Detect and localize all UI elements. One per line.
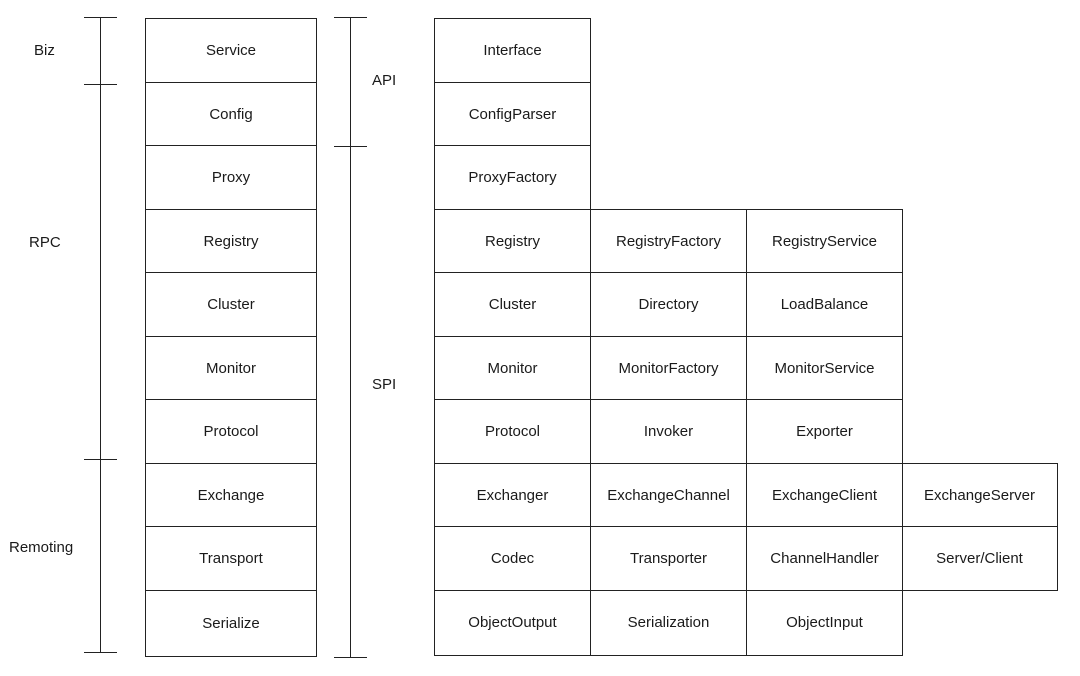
component-cell: Directory [589,272,748,337]
component-cell: Exporter [746,399,903,464]
layer-cell: Exchange [145,462,317,528]
layer-cell: Config [145,81,317,147]
group-label-api: API [372,72,397,89]
component-cell: RegistryService [746,208,903,274]
component-cell: LoadBalance [746,272,903,337]
group-label-rpc: RPC [29,234,61,251]
layer-cell: Service [145,18,317,83]
component-cell: MonitorFactory [589,335,748,401]
component-cell: Transporter [589,526,748,591]
bracket-tick-api-spi [334,146,367,147]
component-cell: ExchangeChannel [589,462,748,528]
component-cell: Registry [434,208,591,274]
component-cell: ExchangeClient [746,462,903,528]
group-label-spi: SPI [372,376,397,393]
layer-cell: Serialize [145,589,317,657]
component-cell: MonitorService [746,335,903,401]
layer-cell: Monitor [145,335,317,401]
component-cell: ObjectInput [746,589,903,656]
component-cell: ConfigParser [434,81,591,147]
layer-cell: Protocol [145,399,317,464]
component-cell: Server/Client [901,526,1058,591]
component-cell: Cluster [434,272,591,337]
component-cell: ExchangeServer [901,462,1058,528]
bracket-tick-bottom [84,652,117,653]
group-label-remoting: Remoting [9,539,74,556]
component-cell: Interface [434,18,591,83]
layer-group-bracket [100,17,101,653]
component-cell: ProxyFactory [434,145,591,210]
component-cell: ObjectOutput [434,589,591,656]
api-spi-bracket [350,17,351,658]
component-cell: ChannelHandler [746,526,903,591]
layer-cell: Cluster [145,272,317,337]
bracket-tick-spi-bottom [334,657,367,658]
component-cell: Invoker [589,399,748,464]
component-cell: Codec [434,526,591,591]
bracket-tick-biz-rpc [84,84,117,85]
layer-cell: Registry [145,208,317,274]
component-cell: Exchanger [434,462,591,528]
component-cell: Protocol [434,399,591,464]
component-cell: Serialization [589,589,748,656]
bracket-tick-api-top [334,17,367,18]
bracket-tick-rpc-remoting [84,459,117,460]
bracket-tick-top [84,17,117,18]
component-cell: RegistryFactory [589,208,748,274]
component-cell: Monitor [434,335,591,401]
layer-cell: Proxy [145,145,317,210]
group-label-biz: Biz [34,42,55,59]
layer-cell: Transport [145,526,317,591]
